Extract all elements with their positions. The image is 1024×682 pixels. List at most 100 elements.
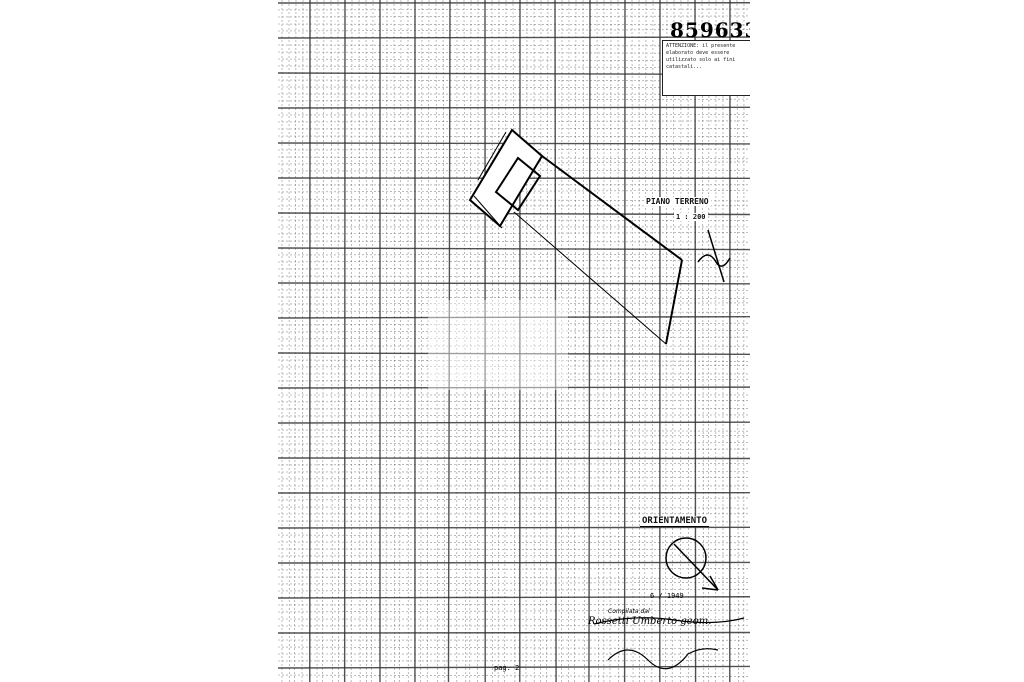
grid-line — [278, 534, 750, 538]
grid-line — [491, 0, 493, 682]
grid-line — [278, 448, 750, 452]
grid-line — [278, 646, 750, 649]
grid-line — [420, 0, 423, 682]
grid-line — [278, 106, 750, 109]
grid-line — [278, 497, 750, 501]
handwritten-mark — [697, 229, 731, 283]
grid-line — [278, 548, 750, 550]
grid-line — [546, 0, 549, 682]
grid-line — [278, 477, 750, 480]
grid-line — [671, 0, 675, 682]
grid-line — [278, 232, 750, 235]
grid-line — [278, 114, 750, 116]
grid-line — [554, 0, 557, 682]
grid-line — [371, 0, 374, 682]
grid-line — [687, 0, 690, 682]
grid-line — [278, 429, 750, 432]
signature-date: 6 / 1949 — [650, 592, 684, 600]
grid-line — [582, 0, 586, 682]
grid-line — [322, 0, 325, 682]
grid-line — [588, 0, 591, 682]
notice-stamp: ATTENZIONE: il presente elaborato deve e… — [662, 40, 750, 96]
grid-line — [278, 421, 750, 424]
scan-fade — [428, 300, 568, 390]
grid-line — [644, 0, 647, 682]
grid-line — [651, 0, 654, 682]
grid-line — [278, 588, 750, 592]
grid-line — [278, 665, 750, 669]
grid-line — [278, 674, 750, 677]
grid-line — [278, 414, 750, 417]
grid-line — [278, 302, 750, 305]
signature-name: Rossetti Umberto geom. — [588, 616, 712, 627]
orientation-label: ORIENTAMENTO — [640, 516, 710, 527]
stamp-text: ATTENZIONE: il presente elaborato deve e… — [666, 43, 739, 70]
compass-rose — [665, 537, 719, 591]
grid-line — [504, 0, 507, 682]
grid-line — [278, 120, 750, 123]
drawing-sheet: 8596339 ATTENZIONE: il presente elaborat… — [278, 0, 750, 682]
grid-line — [399, 0, 402, 682]
grid-line — [365, 0, 367, 682]
grid-line — [278, 15, 750, 18]
signature-scribble — [593, 617, 745, 670]
grid-line — [278, 240, 750, 243]
grid-line — [638, 0, 640, 682]
grid-line — [278, 526, 750, 529]
grid-line — [393, 0, 395, 682]
grid-line — [330, 0, 333, 682]
grid-line — [469, 0, 472, 682]
plan-outline — [468, 128, 683, 345]
grid-line — [301, 0, 304, 682]
floor-plan — [468, 128, 745, 670]
grid-line — [278, 352, 750, 356]
document-number: 8596339 — [670, 18, 750, 42]
grid-line — [278, 399, 750, 403]
grid-line — [561, 0, 563, 682]
grid-line — [596, 0, 599, 682]
grid-line — [278, 568, 750, 571]
grid-line — [278, 463, 750, 466]
grid-line — [497, 0, 500, 682]
grid-line — [278, 259, 750, 263]
grid-line — [278, 359, 750, 362]
graph-paper-grid — [278, 0, 750, 682]
grid-line — [707, 0, 710, 682]
grid-line — [278, 378, 750, 382]
grid-line — [463, 0, 467, 682]
grid-line — [278, 541, 750, 544]
grid-line — [278, 596, 750, 599]
grid-line — [278, 282, 750, 285]
floor-label: PIANO TERRENO — [644, 197, 711, 206]
grid-line — [278, 506, 750, 509]
grid-line — [350, 0, 353, 682]
grid-line — [278, 386, 750, 389]
grid-line — [435, 0, 439, 682]
grid-line — [278, 336, 750, 340]
grid-line — [278, 98, 750, 102]
signature-block: 6 / 1949 Compilata dal Rossetti Umberto … — [578, 592, 750, 682]
grid-line — [278, 36, 750, 39]
grid-line — [278, 408, 750, 410]
grid-line — [278, 554, 750, 557]
signature-role: Compilata dal — [608, 608, 650, 615]
grid-line — [278, 561, 750, 564]
grid-line — [447, 0, 451, 682]
grid-line — [278, 322, 750, 326]
grid-line — [540, 0, 542, 682]
grid-line — [385, 0, 388, 682]
scale-label: 1 : 200 — [674, 213, 708, 221]
grid-line — [426, 0, 430, 682]
grid-line — [278, 435, 750, 438]
grid-line — [568, 0, 570, 682]
grid-line — [278, 609, 750, 613]
grid-line — [278, 442, 750, 445]
grid-line — [278, 267, 750, 270]
grid-line — [609, 0, 612, 682]
grid-line — [278, 576, 750, 579]
grid-line — [278, 275, 750, 278]
grid-line — [278, 8, 750, 11]
grid-line — [278, 253, 750, 256]
grid-line — [278, 29, 750, 32]
grid-line — [278, 247, 750, 251]
